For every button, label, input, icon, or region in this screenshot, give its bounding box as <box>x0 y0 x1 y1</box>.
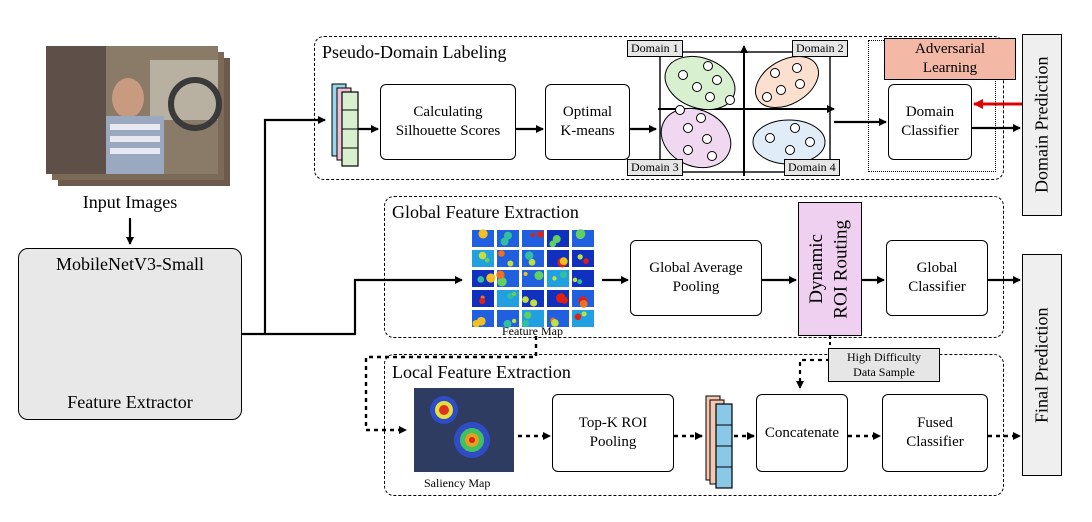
feature-map-hotspot <box>496 270 505 279</box>
domain-2-tag: Domain 2 <box>792 40 848 57</box>
feature-map-hotspot <box>521 320 529 328</box>
domain-4-tag: Domain 4 <box>784 159 840 176</box>
feature-map-hotspot <box>497 277 507 287</box>
feature-map-hotspot <box>479 298 486 305</box>
saliency-map-image <box>414 388 514 472</box>
feature-map-hotspot <box>537 230 544 238</box>
feature-map-tile <box>472 230 494 247</box>
feature-map-hotspot <box>555 293 566 303</box>
feature-map-hotspot <box>530 299 538 307</box>
feature-map-tile <box>572 250 594 267</box>
pseudo-domain-section <box>314 36 1004 180</box>
domain-classifier-box: Domain Classifier <box>888 84 972 160</box>
domain-prediction-box: Domain Prediction <box>1022 34 1062 216</box>
feature-map-hotspot <box>511 291 517 297</box>
concatenate-box: Concatenate <box>756 394 848 472</box>
domain-3-tag: Domain 3 <box>627 159 683 176</box>
feature-map-hotspot <box>523 271 528 276</box>
feature-map-hotspot <box>503 319 512 328</box>
feature-map-hotspot <box>477 276 485 283</box>
feature-map-hotspot <box>503 231 512 240</box>
global-classifier-box: Global Classifier <box>886 240 988 316</box>
feature-map-hotspot <box>572 277 578 283</box>
global-section <box>384 196 1004 338</box>
feature-map-caption: Feature Map <box>502 324 563 338</box>
feature-map-hotspot <box>574 313 582 321</box>
global-avg-pooling-box: Global Average Pooling <box>630 240 762 316</box>
feature-map-hotspot <box>522 296 529 303</box>
pseudo-domain-title: Pseudo-Domain Labeling <box>322 42 507 62</box>
feature-extractor-block <box>18 248 242 420</box>
global-title: Global Feature Extraction <box>392 202 579 222</box>
local-feature-stack <box>705 395 733 489</box>
adversarial-learning-box: Adversarial Learning <box>884 38 1016 80</box>
local-section <box>384 354 1004 496</box>
feature-map-hotspot <box>577 254 583 260</box>
feature-map-hotspot <box>534 271 544 281</box>
feature-map-hotspot <box>528 258 536 266</box>
domain-1-tag: Domain 1 <box>627 40 683 57</box>
cluster-plot <box>658 45 835 176</box>
feature-map-hotspot <box>524 311 532 319</box>
dynamic-roi-routing-box: Dynamic ROI Routing <box>798 202 862 336</box>
feature-map-hotspot <box>500 237 509 246</box>
pseudo-feature-stack <box>331 83 359 167</box>
input-images-photo <box>46 46 230 186</box>
feature-map-hotspot <box>552 276 557 281</box>
saliency-map-caption: Saliency Map <box>424 476 491 490</box>
feature-map-grid <box>472 229 594 328</box>
feature-map-hotspot <box>530 232 535 238</box>
feature-map-hotspot <box>486 273 496 283</box>
feature-map-hotspot <box>511 318 517 324</box>
feature-map-hotspot <box>498 250 505 257</box>
local-title: Local Feature Extraction <box>392 362 571 382</box>
routing-label: Dynamic ROI Routing <box>806 219 852 319</box>
high-difficulty-tag: High Difficulty Data Sample <box>828 348 940 382</box>
feature-map-hotspot <box>478 229 488 239</box>
feature-map-tile <box>522 290 544 307</box>
feature-map-hotspot <box>551 319 559 327</box>
topk-roi-pooling-box: Top-K ROI Pooling <box>552 394 674 472</box>
kmeans-box: Optimal K-means <box>545 84 630 160</box>
feature-map-hotspot <box>579 299 588 308</box>
feature-map-hotspot <box>524 251 534 260</box>
final-prediction-box: Final Prediction <box>1022 254 1062 476</box>
feature-map-hotspot <box>507 292 514 300</box>
feature-map-hotspot <box>559 257 568 266</box>
extractor-title: MobileNetV3-Small <box>56 254 204 274</box>
feature-map-hotspot <box>560 271 567 279</box>
feature-map-hotspot <box>549 240 557 248</box>
feature-map-hotspot <box>484 257 490 263</box>
feature-map-hotspot <box>575 229 586 239</box>
silhouette-box: Calculating Silhouette Scores <box>380 84 516 160</box>
feature-map-hotspot <box>507 260 514 267</box>
feature-map-hotspot <box>581 311 587 317</box>
input-images-label: Input Images <box>82 192 178 212</box>
feature-map-tile <box>572 270 594 287</box>
feature-map-hotspot <box>478 251 487 260</box>
extractor-subtitle: Feature Extractor <box>67 392 193 412</box>
feature-map-hotspot <box>476 316 486 326</box>
feature-map-hotspot <box>552 235 561 244</box>
feature-map-hotspot <box>577 279 583 285</box>
fused-classifier-box: Fused Classifier <box>882 394 988 472</box>
feature-map-hotspot <box>583 258 589 264</box>
